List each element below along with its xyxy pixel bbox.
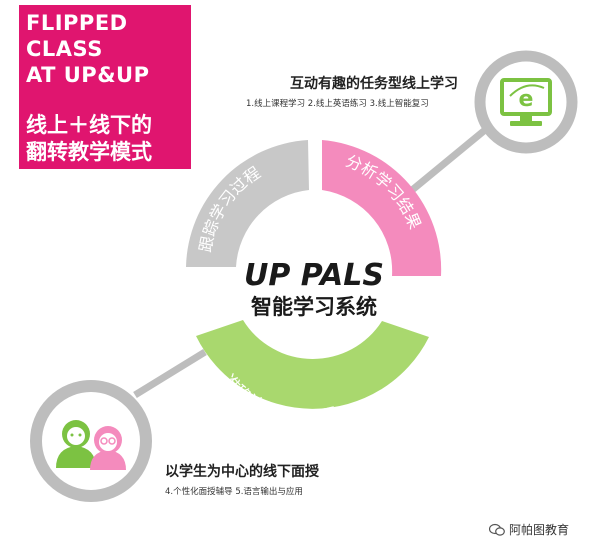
title-en-line-3: AT UP&UP	[26, 63, 150, 87]
students-icon	[56, 420, 126, 470]
connector-bottom	[133, 349, 207, 398]
title-zh-line-1: 线上＋线下的	[26, 113, 152, 137]
center-title: UP PALS	[244, 258, 384, 293]
watermark-text: 阿帕图教育	[509, 523, 570, 537]
svg-text:e: e	[519, 87, 534, 112]
wechat-icon	[489, 523, 505, 536]
bottom-feature-heading: 以学生为中心的线下面授	[165, 464, 319, 480]
top-feature-heading: 互动有趣的任务型线上学习	[290, 76, 458, 92]
title-chinese: 线上＋线下的 翻转教学模式	[26, 112, 152, 166]
center-subtitle: 智能学习系统	[251, 295, 377, 319]
watermark: 阿帕图教育	[489, 521, 569, 538]
title-en-line-2: CLASS	[26, 37, 103, 61]
connector-top	[397, 127, 488, 203]
title-english: FLIPPED CLASS AT UP&UP	[26, 10, 149, 88]
segment-analyze	[322, 140, 442, 276]
computer-e-icon: e	[500, 78, 552, 126]
title-zh-line-2: 翻转教学模式	[26, 140, 152, 164]
segment-diagnose	[196, 320, 429, 409]
title-en-line-1: FLIPPED	[26, 11, 128, 35]
bottom-feature-items: 4.个性化面授辅导 5.语言输出与应用	[165, 487, 303, 497]
bottom-feature-ring	[30, 380, 152, 502]
segment-track	[186, 140, 309, 267]
title-panel	[19, 5, 191, 169]
top-feature-items: 1.线上课程学习 2.线上英语练习 3.线上智能复习	[246, 99, 429, 109]
